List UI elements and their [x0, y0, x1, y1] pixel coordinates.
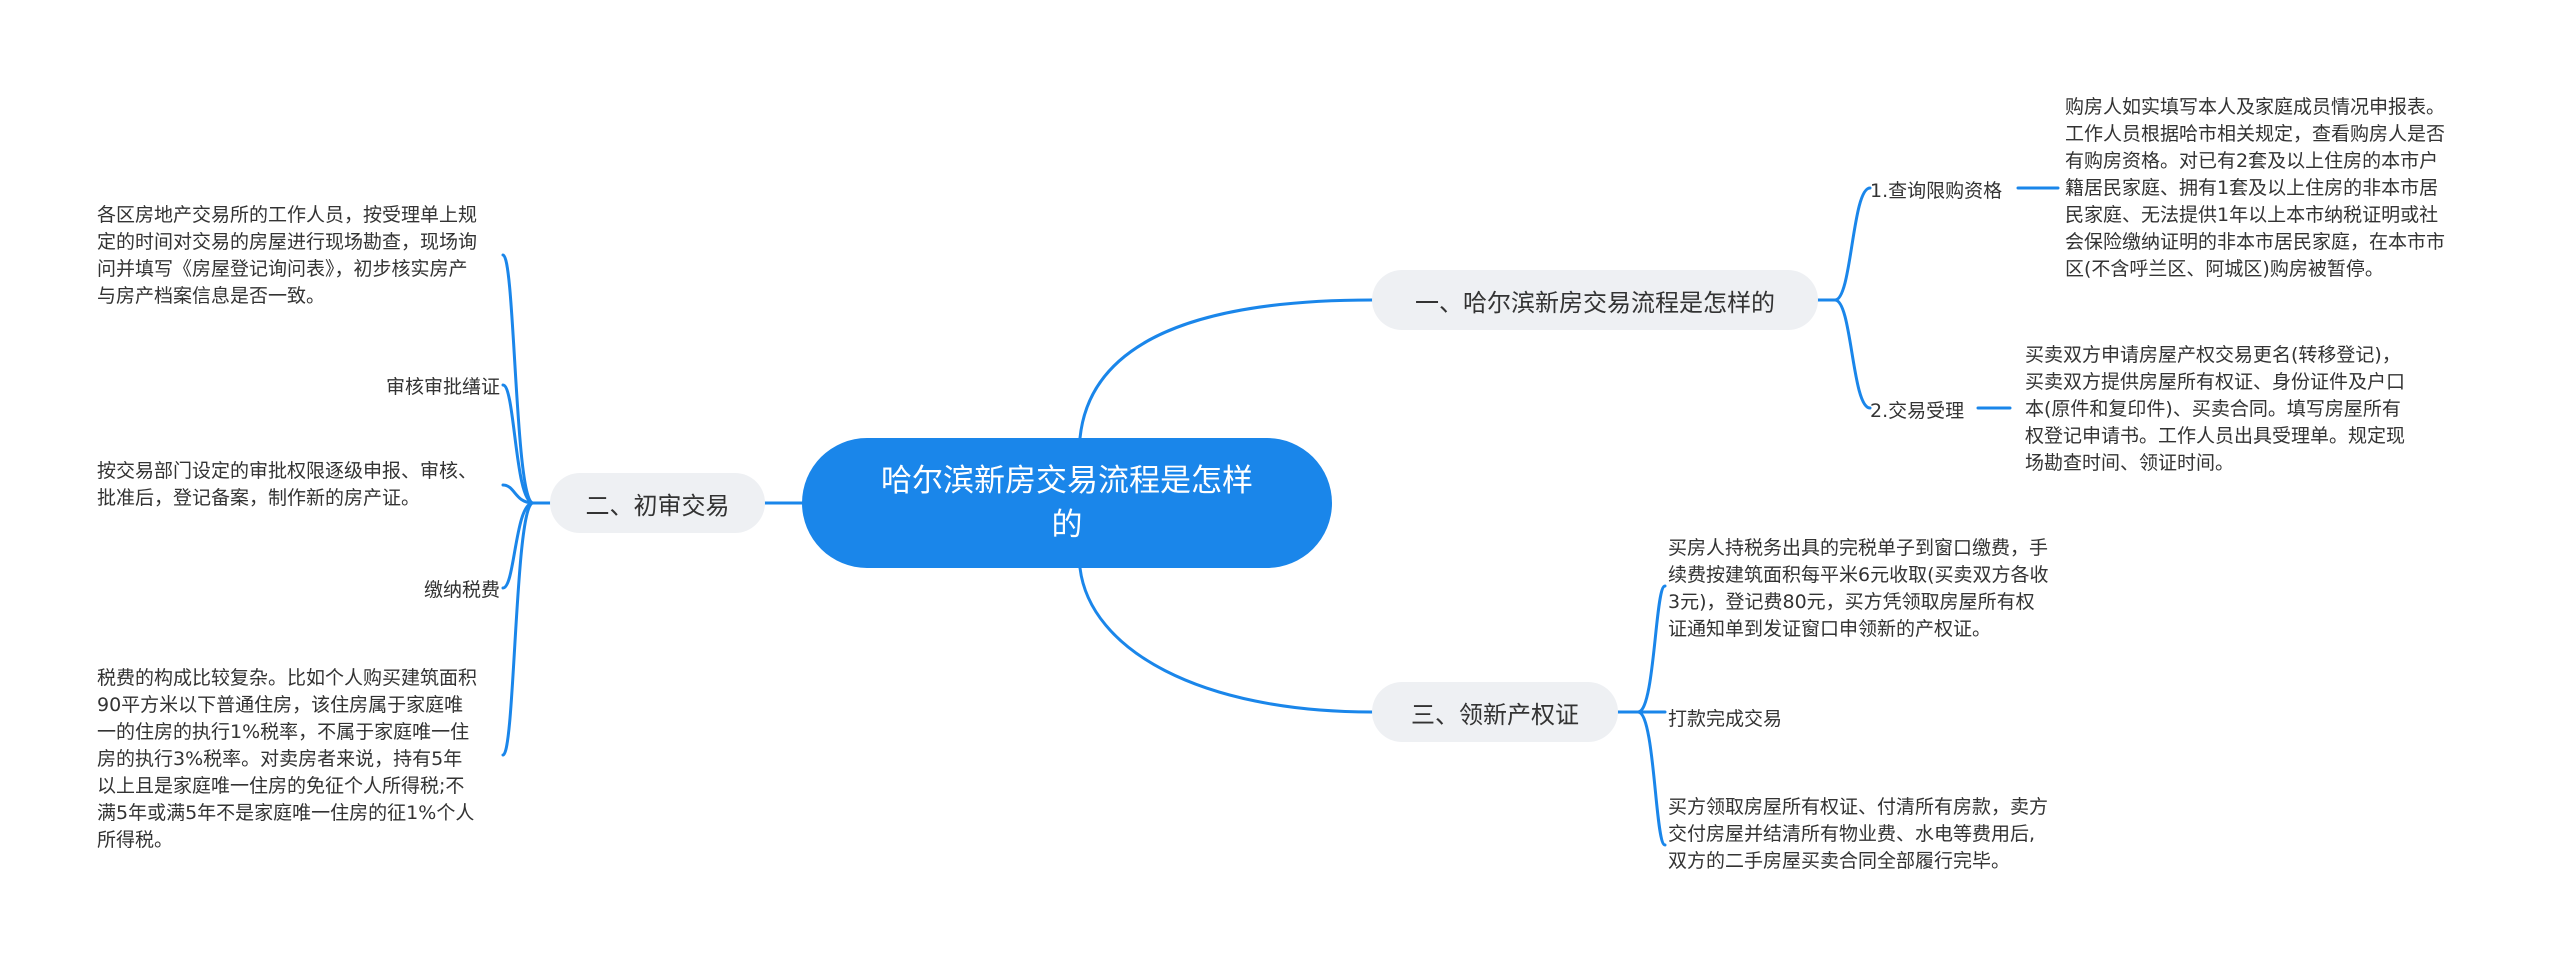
branch-2-item-2: 审核审批缮证: [385, 376, 500, 398]
branch-3-label: 三、领新产权证: [1411, 700, 1579, 729]
branch-2-label: 二、初审交易: [585, 491, 730, 520]
branch-1-child-2-label[interactable]: 2.交易受理: [1870, 400, 1965, 422]
branch-1-child-1-detail: 购房人如实填写本人及家庭成员情况申报表。 工作人员根据哈市相关规定，查看购房人是…: [2065, 96, 2446, 280]
branch-1-node[interactable]: 一、哈尔滨新房交易流程是怎样的: [1372, 270, 1818, 330]
branch-1-label: 一、哈尔滨新房交易流程是怎样的: [1415, 288, 1775, 317]
branch-2-item-5: 税费的构成比较复杂。比如个人购买建筑面积 90平方米以下普通住房，该住房属于家庭…: [97, 667, 478, 851]
branch-1-child-1-label[interactable]: 1.查询限购资格: [1870, 180, 2003, 202]
root-title: 哈尔滨新房交易流程是怎样的: [881, 463, 1253, 543]
root-node[interactable]: 哈尔滨新房交易流程是怎样的: [802, 438, 1332, 568]
branch-3-item-3: 买方领取房屋所有权证、付清所有房款，卖方 交付房屋并结清所有物业费、水电等费用后…: [1668, 796, 2049, 872]
branch-2-item-1: 各区房地产交易所的工作人员，按受理单上规 定的时间对交易的房屋进行现场勘查，现场…: [97, 204, 478, 307]
branch-3-item-2: 打款完成交易: [1668, 708, 1783, 730]
branch-2-item-4: 缴纳税费: [423, 579, 500, 601]
branch-1-child-2-detail: 买卖双方申请房屋产权交易更名(转移登记)， 买卖双方提供房屋所有权证、身份证件及…: [2025, 344, 2406, 474]
branch-2-node[interactable]: 二、初审交易: [550, 473, 765, 533]
branch-3-item-1: 买房人持税务出具的完税单子到窗口缴费，手 续费按建筑面积每平米6元收取(买卖双方…: [1668, 537, 2049, 640]
branch-2-item-3: 按交易部门设定的审批权限逐级申报、审核、 批准后，登记备案，制作新的房产证。: [97, 460, 478, 509]
branch-3-node[interactable]: 三、领新产权证: [1372, 682, 1618, 742]
